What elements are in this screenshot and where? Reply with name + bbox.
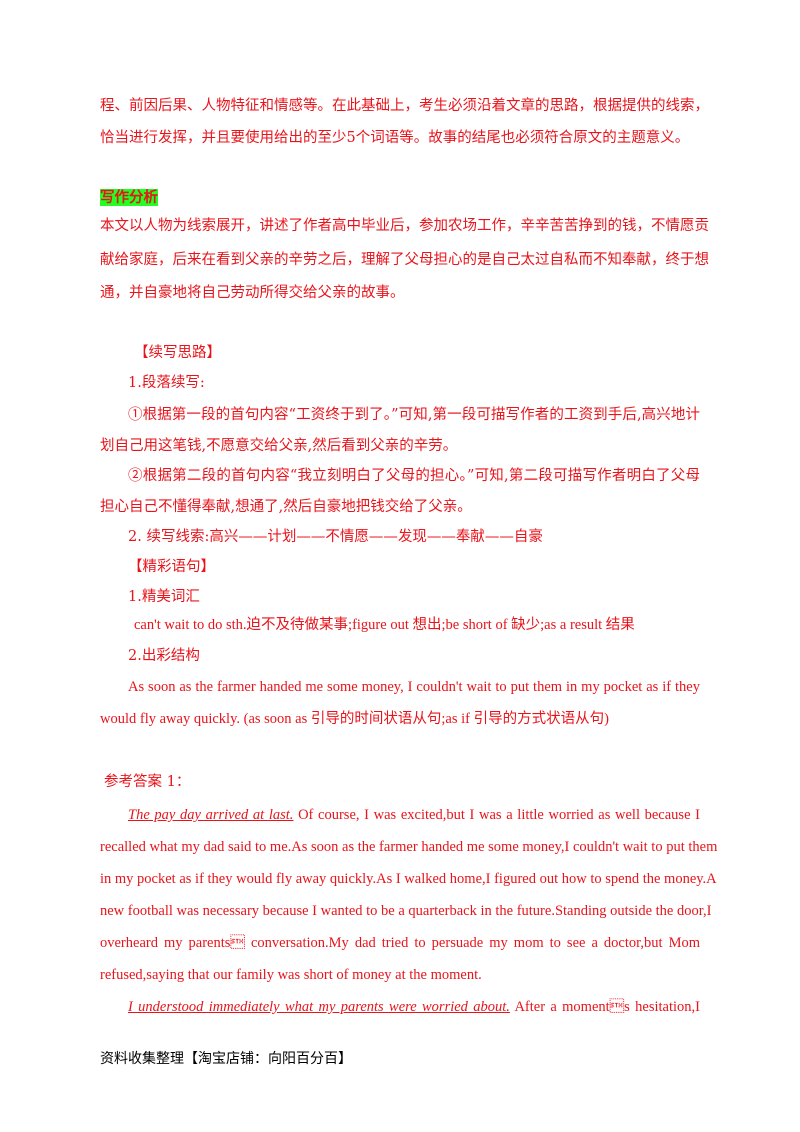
answer-heading: 参考答案 1： (104, 774, 191, 790)
vocab-title: 1.精美词汇 (128, 589, 200, 605)
page-footer: 资料收集整理【淘宝店铺：向阳百分百】 (100, 1051, 352, 1067)
vocab-text: can't wait to do sth.迫不及待做某事;figure out … (134, 617, 635, 633)
analysis-line-3: 通，并自豪地将自己劳动所得交给父亲的故事。 (100, 285, 405, 301)
struct-line-1: As soon as the farmer handed me some mon… (128, 679, 700, 695)
answer-p1-line-4: new football was necessary because I wan… (100, 903, 712, 919)
answer-p2-line-1: I understood immediately what my parents… (128, 997, 700, 1017)
intro-line-1: 程、前因后果、人物特征和情感等。在此基础上，考生必须沿着文章的思路，根据提供的线… (100, 98, 709, 114)
ideas-p1-line-1: ①根据第一段的首句内容“工资终于到了。”可知,第一段可描写作者的工资到手后,高兴… (128, 407, 700, 423)
phrases-heading: 【精彩语句】 (128, 559, 215, 575)
answer-p2-lead: I understood immediately what my parents… (128, 999, 510, 1015)
answer-p2-line-1-rest: After a moments hesitation,I (509, 999, 700, 1015)
answer-p1-line-5: overheard my parents conversation.My da… (100, 935, 700, 951)
ideas-p1-line-2: 划自己用这笔钱,不愿意交给父亲,然后看到父亲的辛劳。 (100, 438, 458, 454)
answer-p1-line-3: in my pocket as if they would fly away q… (100, 871, 717, 887)
ideas-heading: 【续写思路】 (134, 345, 221, 361)
ideas-p2-line-1: ②根据第二段的首句内容“我立刻明白了父母的担心。”可知,第二段可描写作者明白了父… (128, 468, 700, 484)
answer-p1-lead: The pay day arrived at last. (128, 807, 294, 823)
struct-title: 2.出彩结构 (128, 648, 200, 664)
answer-p1-line-6: refused,saying that our family was short… (100, 967, 482, 983)
answer-p1-line-1-rest: Of course, I was excited,but I was a lit… (293, 807, 700, 823)
ideas-sub-1: 1.段落续写: (128, 375, 205, 391)
struct-line-2: would fly away quickly. (as soon as 引导的时… (100, 711, 609, 727)
answer-p1-line-1: The pay day arrived at last. Of course, … (128, 805, 700, 825)
ideas-sub-2: 2. 续写线索:高兴——计划——不情愿——发现——奉献——自豪 (128, 529, 543, 545)
analysis-heading: 写作分析 (100, 189, 158, 206)
analysis-heading-row: 写作分析 (100, 188, 700, 208)
ideas-p2-line-2: 担心自己不懂得奉献,想通了,然后自豪地把钱交给了父亲。 (100, 499, 472, 515)
analysis-line-2: 献给家庭，后来在看到父亲的辛劳之后，理解了父母担心的是自己太过自私而不知奉献，终… (100, 252, 709, 268)
analysis-line-1: 本文以人物为线索展开，讲述了作者高中毕业后，参加农场工作，辛辛苦苦挣到的钱，不情… (100, 218, 709, 234)
intro-line-2: 恰当进行发挥，并且要使用给出的至少5个词语等。故事的结尾也必须符合原文的主题意义… (100, 130, 690, 146)
answer-p1-line-2: recalled what my dad said to me.As soon … (100, 839, 718, 855)
